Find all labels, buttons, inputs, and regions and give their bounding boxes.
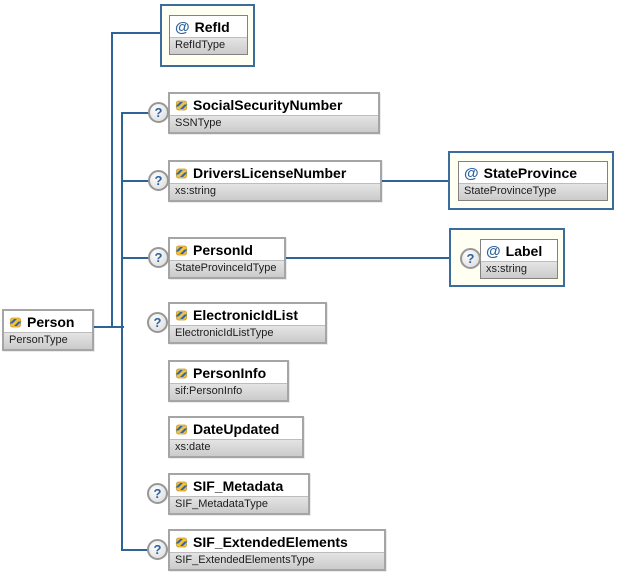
node-stateprovince[interactable]: @ StateProvince StateProvinceType — [458, 161, 608, 201]
node-type: StateProvinceIdType — [170, 260, 284, 277]
node-label-attribute[interactable]: @ Label xs:string — [480, 239, 558, 279]
node-type: PersonType — [4, 332, 92, 349]
node-type: xs:date — [170, 439, 302, 456]
node-type: xs:string — [481, 261, 557, 278]
connector-socialsecuritynumber — [121, 112, 149, 114]
node-type: StateProvinceType — [459, 183, 607, 200]
optional-badge: ? — [147, 483, 168, 504]
node-personinfo[interactable]: PersonInfo sif:PersonInfo — [168, 360, 289, 402]
element-icon — [175, 481, 188, 492]
optional-badge: ? — [147, 539, 168, 560]
element-icon — [175, 368, 188, 379]
node-personid[interactable]: PersonId StateProvinceIdType — [168, 237, 286, 279]
node-label: DateUpdated — [193, 421, 280, 437]
element-icon — [175, 424, 188, 435]
node-type: SSNType — [170, 115, 378, 132]
connector-label — [284, 257, 450, 259]
node-type: RefIdType — [170, 37, 247, 54]
node-label: StateProvince — [483, 165, 578, 181]
element-icon — [9, 317, 22, 328]
node-label: Person — [27, 314, 75, 330]
node-type: SIF_MetadataType — [170, 496, 308, 513]
connector-stateprovince — [380, 180, 448, 182]
node-socialsecuritynumber[interactable]: SocialSecurityNumber SSNType — [168, 92, 380, 134]
node-type: xs:string — [170, 183, 380, 200]
node-label: RefId — [194, 19, 230, 35]
element-icon — [175, 245, 188, 256]
node-sif-extendedelements[interactable]: SIF_ExtendedElements SIF_ExtendedElement… — [168, 529, 386, 571]
element-icon — [175, 537, 188, 548]
node-refid[interactable]: @ RefId RefIdType — [169, 15, 248, 55]
attribute-icon: @ — [486, 242, 501, 260]
node-label: SIF_Metadata — [193, 478, 284, 494]
node-driverslicensenumber[interactable]: DriversLicenseNumber xs:string — [168, 160, 382, 202]
attr-group-stateprovince: @ StateProvince StateProvinceType — [448, 151, 614, 210]
node-person[interactable]: Person PersonType — [2, 309, 94, 351]
node-label: PersonInfo — [193, 365, 267, 381]
optional-badge: ? — [148, 247, 169, 268]
connector-personid — [121, 257, 149, 259]
node-label: DriversLicenseNumber — [193, 165, 347, 181]
node-label: Label — [505, 243, 543, 259]
node-electronicidlist[interactable]: ElectronicIdList ElectronicIdListType — [168, 302, 327, 344]
connector-sif-extendedelements — [121, 549, 149, 551]
node-type: ElectronicIdListType — [170, 325, 325, 342]
optional-badge: ? — [460, 248, 481, 269]
attribute-icon: @ — [175, 18, 190, 36]
attr-group-label: ? @ Label xs:string — [449, 228, 565, 287]
node-type: sif:PersonInfo — [170, 383, 287, 400]
connector-refid — [111, 32, 160, 34]
node-sif-metadata[interactable]: SIF_Metadata SIF_MetadataType — [168, 473, 310, 515]
optional-badge: ? — [148, 170, 169, 191]
node-label: SIF_ExtendedElements — [193, 534, 348, 550]
attr-group-refid: @ RefId RefIdType — [160, 4, 255, 67]
element-icon — [175, 100, 188, 111]
element-icon — [175, 168, 188, 179]
connector-trunk-attributes — [111, 32, 113, 328]
node-dateupdated[interactable]: DateUpdated xs:date — [168, 416, 304, 458]
node-label: ElectronicIdList — [193, 307, 299, 323]
connector-trunk-elements — [121, 112, 123, 551]
connector-person-root — [94, 326, 124, 328]
node-label: SocialSecurityNumber — [193, 97, 343, 113]
connector-driverslicensenumber — [121, 180, 149, 182]
optional-badge: ? — [147, 312, 168, 333]
node-type: SIF_ExtendedElementsType — [170, 552, 384, 569]
element-icon — [175, 310, 188, 321]
node-label: PersonId — [193, 242, 253, 258]
attribute-icon: @ — [464, 164, 479, 182]
optional-badge: ? — [148, 102, 169, 123]
